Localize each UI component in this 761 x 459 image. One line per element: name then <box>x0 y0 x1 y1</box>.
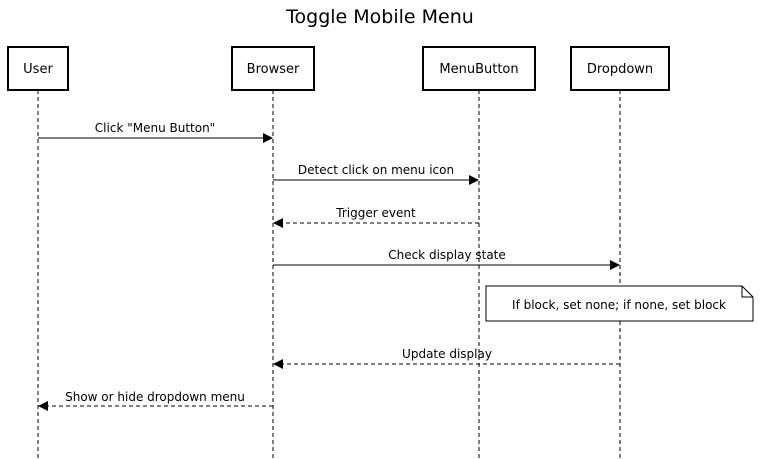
message-label: Check display state <box>388 248 506 262</box>
actor-dropdown-label: Dropdown <box>587 62 653 77</box>
message-detect-click: Detect click on menu icon <box>273 163 479 185</box>
note-text: If block, set none; if none, set block <box>512 298 726 312</box>
actor-menubutton-label: MenuButton <box>439 62 518 77</box>
message-click-menu-button: Click "Menu Button" <box>38 121 273 143</box>
message-label: Trigger event <box>335 206 416 220</box>
actor-menubutton: MenuButton <box>422 46 536 91</box>
message-label: Click "Menu Button" <box>95 121 215 135</box>
actor-browser-label: Browser <box>247 62 300 77</box>
message-label: Detect click on menu icon <box>298 163 454 177</box>
actor-user: User <box>7 46 69 91</box>
note-box <box>485 285 754 322</box>
actor-dropdown: Dropdown <box>570 46 670 91</box>
note: If block, set none; if none, set block <box>485 285 754 322</box>
message-update-display: Update display <box>273 347 620 369</box>
message-label: Update display <box>402 347 492 361</box>
message-label: Show or hide dropdown menu <box>65 390 245 404</box>
diagram-title: Toggle Mobile Menu <box>285 6 474 28</box>
note-fold <box>741 286 753 298</box>
actor-browser: Browser <box>231 46 315 91</box>
message-check-display-state: Check display state <box>273 248 620 270</box>
actor-user-label: User <box>23 62 53 77</box>
message-show-hide-dropdown: Show or hide dropdown menu <box>38 390 273 411</box>
message-trigger-event: Trigger event <box>273 206 479 228</box>
